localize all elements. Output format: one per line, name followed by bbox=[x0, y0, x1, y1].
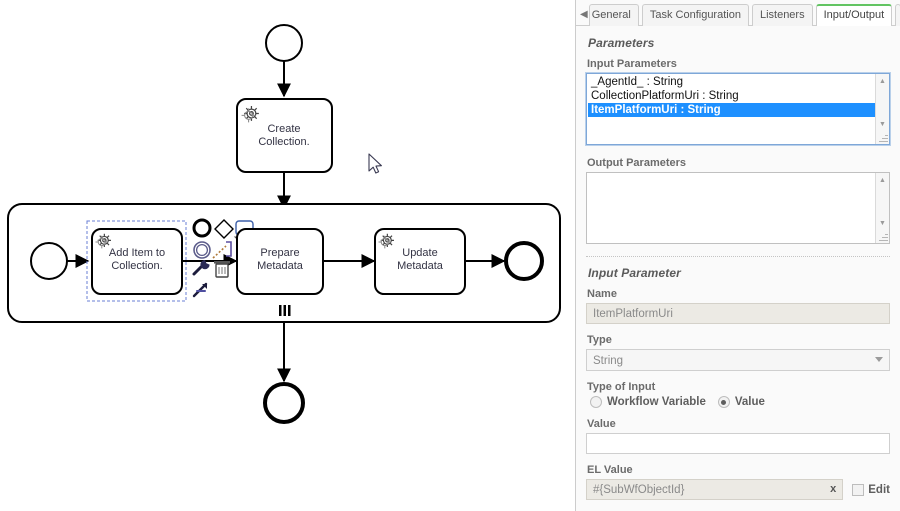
service-task-gear-icon bbox=[378, 233, 394, 249]
task-label: Update bbox=[402, 247, 437, 259]
value-field[interactable] bbox=[586, 433, 890, 454]
output-parameters-label: Output Parameters bbox=[587, 157, 687, 169]
list-item[interactable]: ItemPlatformUri : String bbox=[588, 103, 876, 117]
properties-panel: ◀ General Task Configuration Listeners I… bbox=[575, 0, 900, 511]
list-item[interactable]: _AgentId_ : String bbox=[591, 76, 684, 88]
trash-icon[interactable] bbox=[214, 261, 230, 278]
tab-more[interactable]: F bbox=[895, 4, 900, 26]
task-label: Collection. bbox=[111, 260, 162, 272]
name-label: Name bbox=[587, 288, 617, 300]
radio-value-label: Value bbox=[734, 396, 765, 408]
edit-checkbox-label: Edit bbox=[868, 483, 890, 496]
tab-listeners[interactable]: Listeners bbox=[751, 4, 813, 26]
type-of-input-label: Type of Input bbox=[587, 381, 656, 393]
sub-end-event[interactable] bbox=[504, 241, 544, 281]
task-label: Collection. bbox=[258, 136, 309, 148]
scroll-up-icon[interactable]: ▲ bbox=[879, 77, 886, 85]
name-field[interactable] bbox=[586, 303, 890, 324]
chevron-left-icon[interactable]: ◀ bbox=[580, 9, 588, 20]
bpmn-canvas[interactable]: Create Collection. bbox=[0, 0, 575, 511]
value-label: Value bbox=[587, 418, 616, 430]
start-event[interactable] bbox=[265, 24, 303, 62]
el-value-field[interactable] bbox=[586, 479, 844, 500]
output-parameters-listbox[interactable]: ▲ ▼ bbox=[586, 172, 890, 244]
scroll-down-icon[interactable]: ▼ bbox=[879, 120, 886, 128]
scroll-up-icon[interactable]: ▲ bbox=[879, 176, 886, 184]
task-label: Metadata bbox=[257, 260, 304, 272]
service-task-gear-icon bbox=[95, 233, 111, 249]
task-add-item-to-collection[interactable]: Add Item to Collection. bbox=[91, 228, 183, 295]
parallel-multi-instance-marker bbox=[279, 305, 291, 316]
radio-value[interactable] bbox=[717, 396, 730, 408]
connect-icon[interactable] bbox=[212, 241, 232, 259]
end-event[interactable] bbox=[263, 382, 305, 424]
section-divider bbox=[586, 256, 890, 257]
clear-x-icon[interactable]: x bbox=[830, 483, 837, 495]
task-update-metadata[interactable]: Update Metadata bbox=[374, 228, 466, 295]
edit-checkbox[interactable] bbox=[852, 483, 865, 496]
input-parameter-section-title: Input Parameter bbox=[588, 266, 681, 280]
radio-workflow-variable[interactable] bbox=[590, 396, 602, 408]
wrench-icon[interactable] bbox=[192, 260, 210, 276]
scroll-down-icon[interactable]: ▼ bbox=[879, 219, 886, 227]
type-label: Type bbox=[587, 334, 612, 346]
tab-task-configuration[interactable]: Task Configuration bbox=[641, 4, 749, 26]
task-label: Metadata bbox=[397, 260, 444, 272]
task-create-collection[interactable]: Create Collection. bbox=[236, 98, 333, 173]
resize-grip-icon[interactable] bbox=[878, 133, 888, 143]
append-end-event-icon[interactable] bbox=[192, 218, 212, 238]
type-of-input-radio-group[interactable]: Workflow Variable Value bbox=[590, 396, 890, 408]
radio-workflow-variable-label: Workflow Variable bbox=[607, 396, 706, 408]
tab-general[interactable]: General bbox=[588, 4, 639, 26]
task-label: Add Item to bbox=[109, 247, 165, 259]
input-parameters-listbox[interactable]: _AgentId_ : String CollectionPlatformUri… bbox=[585, 72, 891, 146]
tab-input-output[interactable]: Input/Output bbox=[815, 4, 893, 26]
parameters-section-title: Parameters bbox=[588, 36, 655, 50]
resize-grip-icon[interactable] bbox=[878, 232, 888, 242]
service-task-gear-icon bbox=[241, 106, 259, 123]
append-gateway-icon[interactable] bbox=[214, 219, 234, 239]
input-parameters-scrollbar[interactable]: ▲ ▼ bbox=[875, 74, 889, 144]
task-label: Create bbox=[267, 123, 300, 135]
properties-panel-body: Parameters Input Parameters _AgentId_ : … bbox=[576, 26, 900, 510]
output-parameters-scrollbar[interactable]: ▲ ▼ bbox=[875, 173, 889, 243]
mouse-pointer bbox=[368, 153, 382, 174]
task-prepare-metadata[interactable]: Prepare Metadata bbox=[236, 228, 324, 295]
el-value-row: x Edit bbox=[586, 479, 890, 500]
properties-tab-bar[interactable]: ◀ General Task Configuration Listeners I… bbox=[576, 0, 900, 26]
el-value-label: EL Value bbox=[587, 464, 633, 476]
type-select[interactable]: String bbox=[586, 349, 890, 371]
selection-outline bbox=[86, 220, 187, 302]
append-intermediate-event-icon[interactable] bbox=[193, 241, 211, 259]
task-label: Prepare bbox=[260, 247, 299, 259]
list-item[interactable]: CollectionPlatformUri : String bbox=[591, 90, 739, 102]
append-text-annotation-icon[interactable] bbox=[192, 282, 208, 298]
input-parameters-label: Input Parameters bbox=[587, 58, 677, 70]
sub-start-event[interactable] bbox=[30, 242, 68, 280]
